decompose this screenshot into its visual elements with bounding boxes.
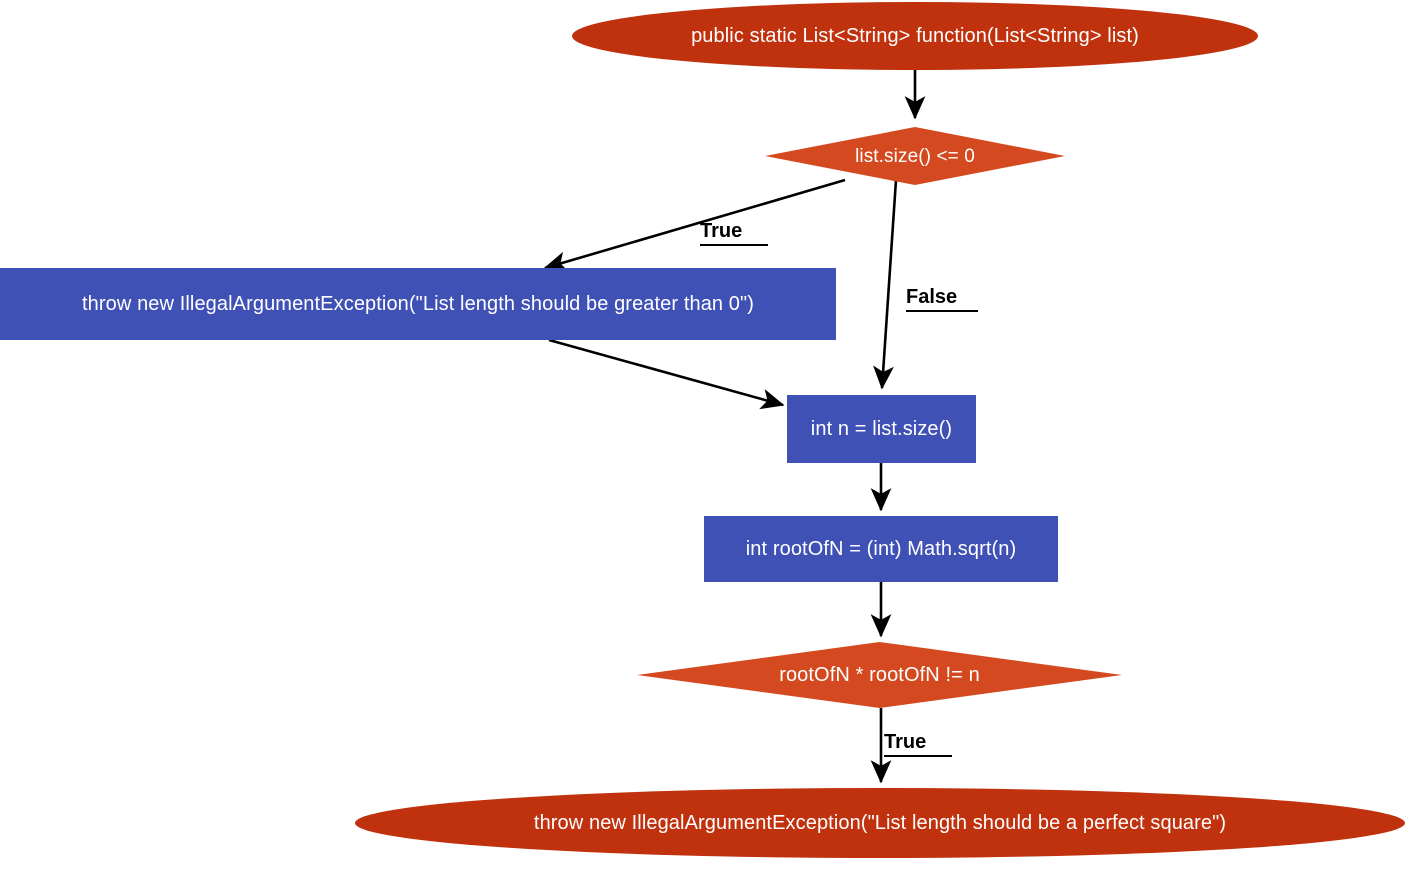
diamond-shape <box>765 127 1065 185</box>
node-decision-perfect-square[interactable]: rootOfN * rootOfN != n <box>637 642 1122 708</box>
edge-throw-length-to-assign-n <box>548 338 785 410</box>
edge-label-underline <box>906 310 978 312</box>
edge-label-false-list-size-text: False <box>906 286 958 308</box>
node-assign-root-of-n[interactable]: int rootOfN = (int) Math.sqrt(n) <box>704 516 1058 582</box>
node-throw-square-exception-label: throw new IllegalArgumentException("List… <box>533 812 1227 834</box>
node-assign-n[interactable]: int n = list.size() <box>787 395 976 463</box>
node-decision-list-size[interactable]: list.size() <= 0 <box>765 127 1065 185</box>
diamond-shape <box>637 642 1122 708</box>
node-throw-length-exception-label: throw new IllegalArgumentException("List… <box>82 293 754 315</box>
edge-label-underline <box>700 244 768 246</box>
edge-label-true-perfect-square-text: True <box>884 731 927 753</box>
edge-label-true-list-size: True <box>700 221 768 246</box>
node-decision-list-size-label: list.size() <= 0 <box>855 145 975 167</box>
node-start[interactable]: public static List<String> function(List… <box>572 2 1258 70</box>
node-decision-perfect-square-label: rootOfN * rootOfN != n <box>779 664 980 686</box>
edge-label-false-list-size: False <box>906 287 978 312</box>
edge-check-size-false <box>873 179 898 390</box>
edge-check-size-true <box>543 178 846 272</box>
edge-label-true-list-size-text: True <box>700 220 743 242</box>
node-throw-length-exception[interactable]: throw new IllegalArgumentException("List… <box>0 268 836 340</box>
node-assign-root-of-n-label: int rootOfN = (int) Math.sqrt(n) <box>745 538 1017 560</box>
node-assign-n-label: int n = list.size() <box>810 418 953 440</box>
node-start-label: public static List<String> function(List… <box>691 25 1139 47</box>
node-throw-square-exception[interactable]: throw new IllegalArgumentException("List… <box>355 788 1405 858</box>
edge-label-underline <box>884 755 952 757</box>
edge-label-true-perfect-square: True <box>884 732 952 757</box>
